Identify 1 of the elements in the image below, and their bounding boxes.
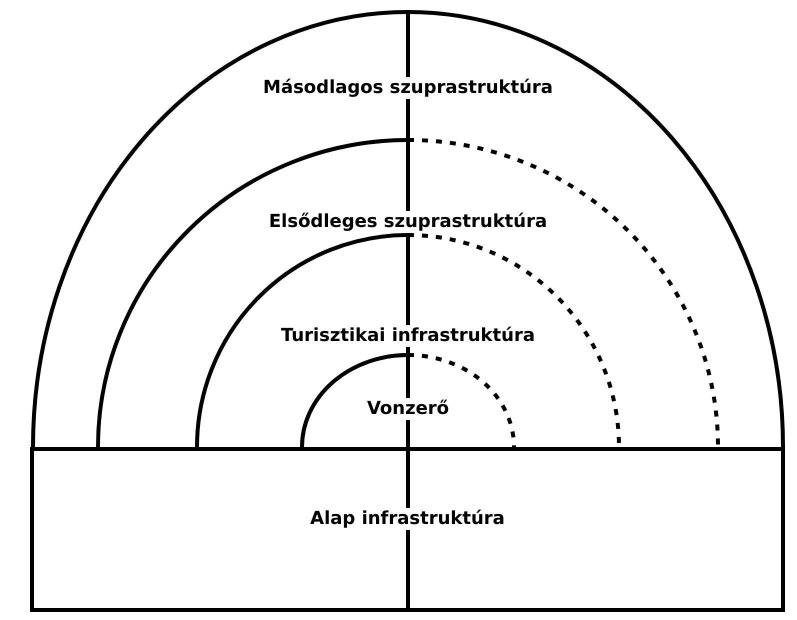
base-box — [30, 447, 785, 612]
